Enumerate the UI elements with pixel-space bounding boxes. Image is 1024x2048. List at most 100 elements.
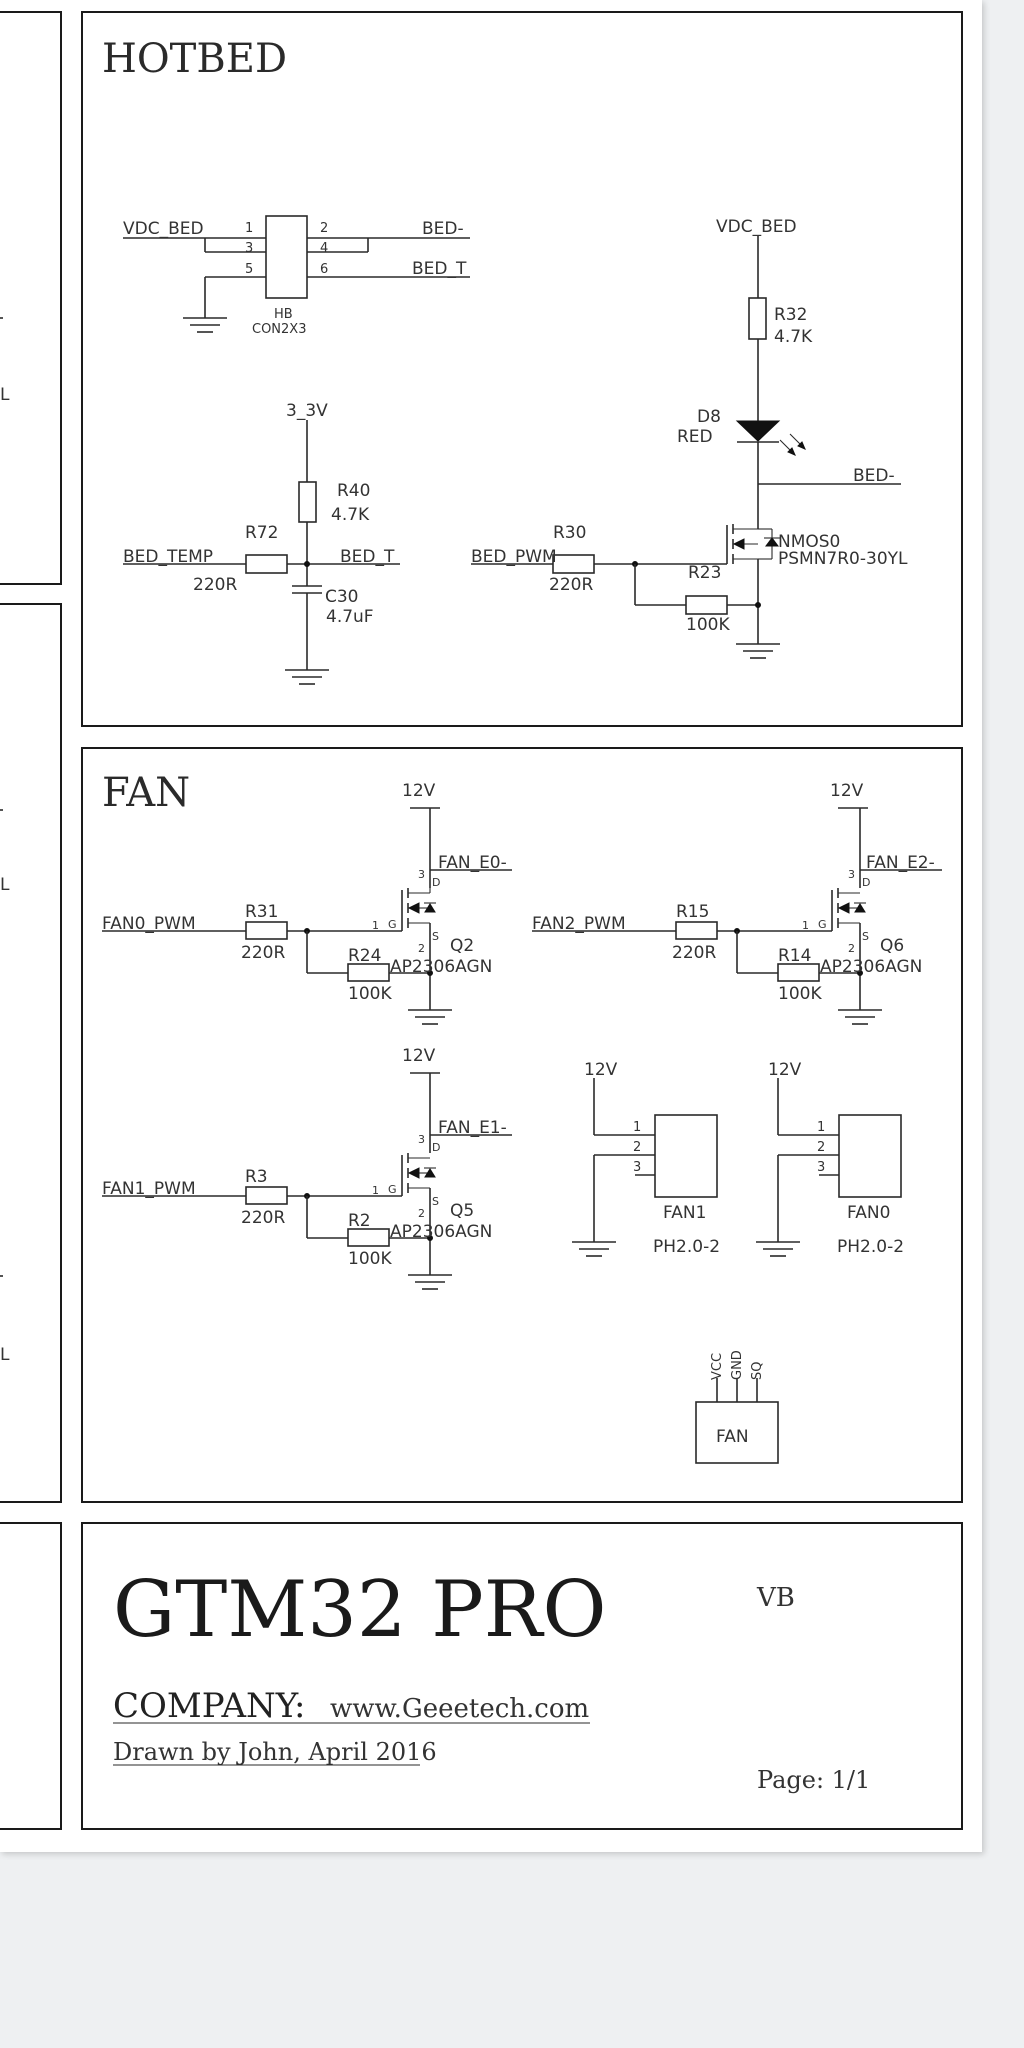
net-label: FAN_E0-	[438, 853, 507, 873]
part-value: 220R	[193, 575, 237, 595]
ref-designator: R15	[676, 902, 709, 922]
project-title: GTM32 PRO	[113, 1565, 606, 1655]
part-value: PSMN7R0-30YL	[778, 549, 908, 569]
part-value: 4.7K	[774, 327, 813, 347]
net-label: FAN0_PWM	[102, 914, 196, 934]
pin-number: 2	[848, 942, 855, 955]
pin-number: 2	[633, 1140, 641, 1155]
page-number: Page: 1/1	[757, 1766, 870, 1794]
pin-number: 3	[418, 1133, 425, 1146]
schematic-sheet: L L L HOTBED VDC_BED BED- BED_T 1 2	[0, 0, 982, 1852]
net-label: 12V	[768, 1060, 802, 1080]
pin-number: 3	[848, 868, 855, 881]
part-value: 220R	[241, 1208, 285, 1228]
net-label: VDC_BED	[716, 217, 797, 237]
pin-label: S	[862, 930, 869, 943]
net-label: BED_T	[340, 547, 395, 567]
part-value: 220R	[241, 943, 285, 963]
pin-number: 5	[245, 262, 253, 277]
left-frame-top	[0, 11, 62, 585]
net-label: 3_3V	[286, 401, 328, 421]
fan-driver-q2: 12V FAN_E0- FAN0_PWM R31 220R R24 100K	[102, 781, 512, 1025]
part-value: 4.7uF	[326, 607, 374, 627]
pin-label: VCC	[710, 1353, 725, 1380]
part-value: AP2306AGN	[390, 957, 492, 977]
drawn-by: Drawn by John, April 2016	[113, 1738, 437, 1766]
pin-label: SQ	[750, 1362, 765, 1380]
pin-number: 1	[245, 221, 253, 236]
ref-designator: Q6	[880, 936, 904, 956]
part-value: 100K	[348, 1249, 392, 1269]
fan-driver-q5: 12V FAN_E1- FAN1_PWM R3 220R R2 100K	[102, 1046, 512, 1290]
company-label: COMPANY:	[113, 1686, 305, 1726]
hotbed-section: HOTBED VDC_BED BED- BED_T 1 2 3 4 5 6	[81, 11, 963, 727]
net-label: BED-	[422, 219, 464, 239]
title-block-frame	[81, 1522, 963, 1830]
net-label: FAN_E2-	[866, 853, 935, 873]
net-label: BED_PWM	[471, 547, 557, 567]
net-label: FAN2_PWM	[532, 914, 626, 934]
pin-label: G	[818, 918, 827, 931]
section-title: FAN	[102, 770, 190, 816]
fan-driver-q6: 12V FAN_E2- FAN2_PWM R15 220R R14 100K	[532, 781, 942, 1025]
hotbed-mosfet-circuit: BED_PWM R30 220R R23 100K	[471, 484, 908, 659]
pin-number: 2	[418, 942, 425, 955]
part-value: 220R	[672, 943, 716, 963]
ref-designator: R2	[348, 1211, 371, 1231]
ref-designator: R23	[688, 563, 721, 583]
ref-designator: R30	[553, 523, 586, 543]
part-value: PH2.0-2	[837, 1237, 904, 1257]
pin-label: G	[388, 1183, 397, 1196]
pin-number: 1	[817, 1120, 825, 1135]
partial-mark: L	[0, 875, 10, 895]
fan-section: FAN 12V FAN_E0- FAN0_PWM R31 220R R24 10…	[81, 747, 963, 1503]
part-value: 100K	[778, 984, 822, 1004]
ref-designator: FAN0	[847, 1203, 890, 1223]
pin-number: 3	[633, 1160, 641, 1175]
hb-connector: VDC_BED BED- BED_T 1 2 3 4 5 6 HB CON2X3	[123, 215, 470, 337]
ref-designator: HB	[274, 307, 293, 322]
pin-label: S	[432, 1195, 439, 1208]
pin-number: 2	[320, 221, 328, 236]
pin-number: 3	[245, 241, 253, 256]
net-label: BED_TEMP	[123, 547, 213, 567]
pin-number: 1	[633, 1120, 641, 1135]
net-label: 12V	[830, 781, 864, 801]
part-value: AP2306AGN	[820, 957, 922, 977]
part-value: 100K	[686, 615, 730, 635]
pin-number: 4	[320, 241, 328, 256]
ref-designator: C30	[325, 587, 359, 607]
net-label: 12V	[402, 781, 436, 801]
part-value: 4.7K	[331, 505, 370, 525]
partial-mark: L	[0, 385, 10, 405]
fan-frame	[81, 747, 963, 1503]
left-partial-frames: L L L	[0, 11, 62, 1830]
pin-label: D	[432, 876, 440, 889]
ref-designator: Q5	[450, 1201, 474, 1221]
ref-designator: R3	[245, 1167, 268, 1187]
part-value: CON2X3	[252, 322, 306, 337]
ref-designator: R40	[337, 481, 370, 501]
pin-label: GND	[730, 1350, 745, 1380]
partial-mark: L	[0, 1345, 10, 1365]
pin-number: 2	[817, 1140, 825, 1155]
pin-number: 1	[802, 919, 809, 932]
ref-designator: R31	[245, 902, 278, 922]
thermistor-circuit: 3_3V R40 4.7K BED_TEMP R72 220R BED_T C3…	[123, 401, 400, 685]
net-label: FAN1_PWM	[102, 1179, 196, 1199]
pin-label: D	[432, 1141, 440, 1154]
company-url: www.Geeetech.com	[330, 1694, 589, 1724]
net-label: FAN_E1-	[438, 1118, 507, 1138]
pin-label: D	[862, 876, 870, 889]
pin-number: 6	[320, 262, 328, 277]
part-value: AP2306AGN	[390, 1222, 492, 1242]
part-value: 100K	[348, 984, 392, 1004]
ref-designator: R24	[348, 946, 381, 966]
led-indicator-circuit: VDC_BED R32 4.7K D8 RED BED-	[677, 217, 901, 486]
ref-designator: R72	[245, 523, 278, 543]
ref-designator: R14	[778, 946, 811, 966]
net-label: 12V	[584, 1060, 618, 1080]
section-title: HOTBED	[102, 36, 287, 82]
left-frame-bottom	[0, 1522, 62, 1830]
net-label: BED-	[853, 466, 895, 486]
